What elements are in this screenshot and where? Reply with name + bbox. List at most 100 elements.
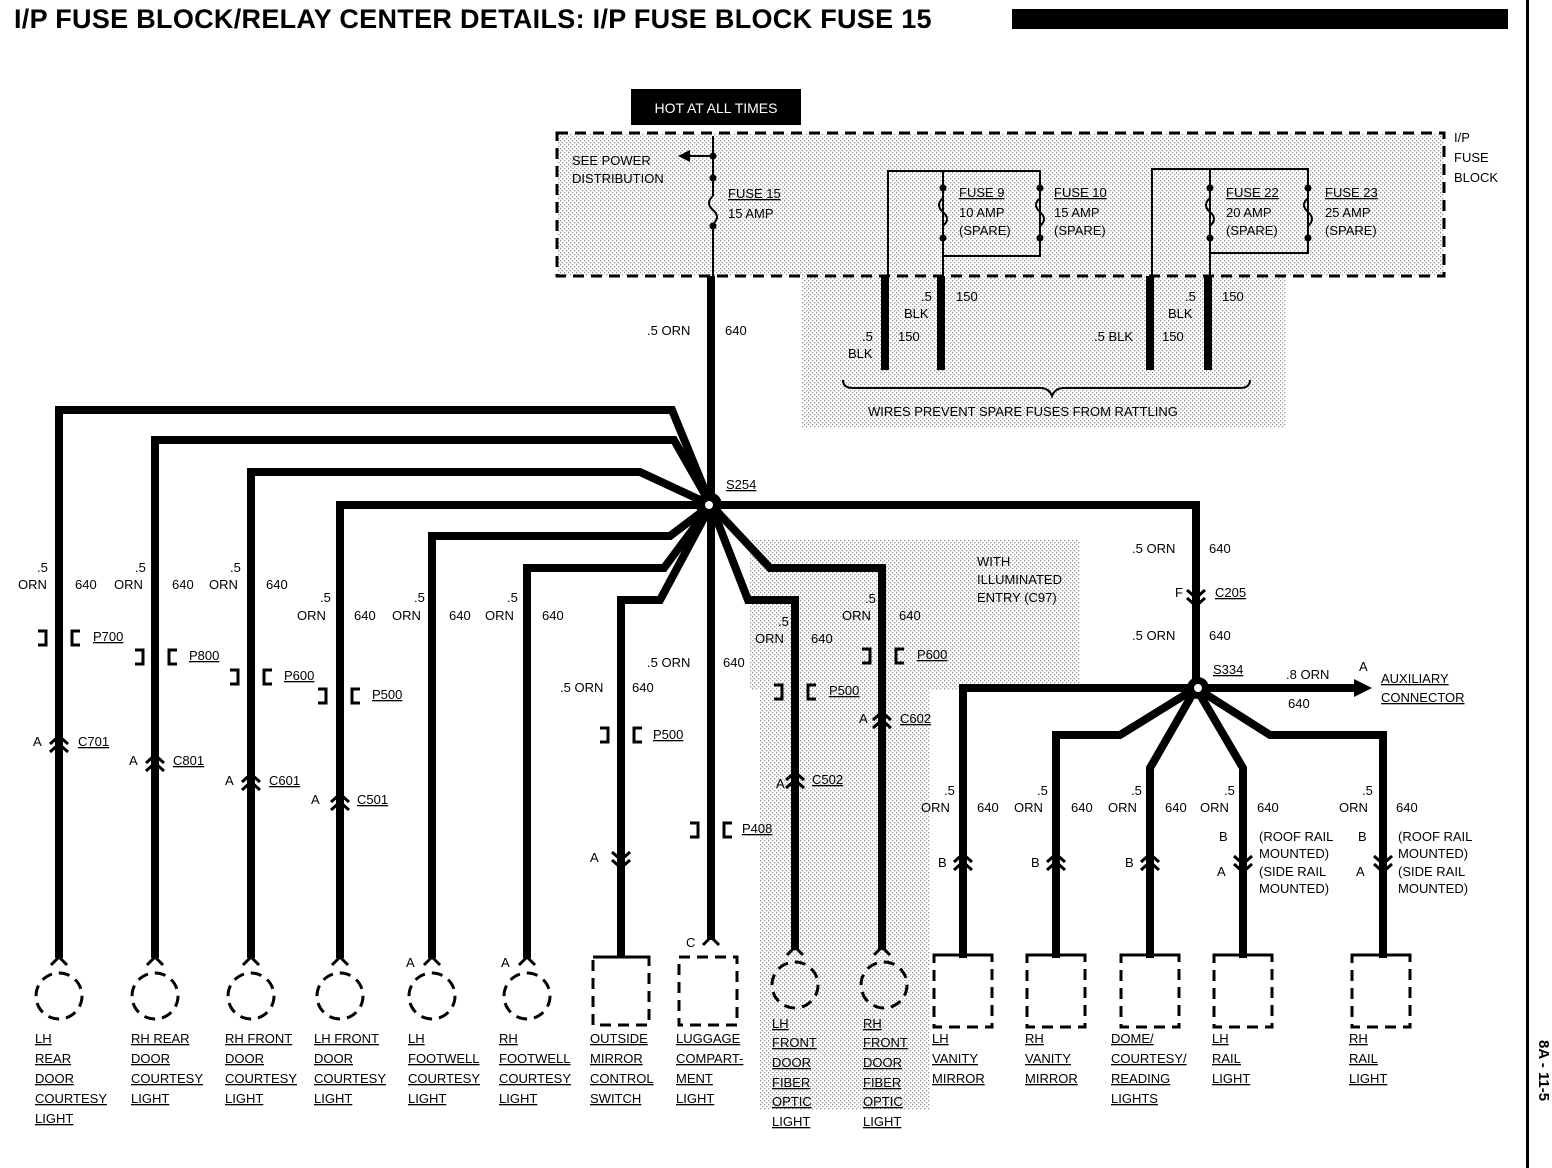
fuse15-symbol xyxy=(708,195,718,225)
fuse-block-label-3: BLOCK xyxy=(1454,170,1498,185)
svg-text:RH FRONT: RH FRONT xyxy=(225,1031,292,1046)
svg-text:MENT: MENT xyxy=(676,1071,713,1086)
fuse10-spare: (SPARE) xyxy=(1054,223,1106,238)
svg-text:(SIDE RAIL: (SIDE RAIL xyxy=(1398,864,1465,879)
connector-c205: F C205 xyxy=(1175,585,1246,609)
branch-rh-vanity xyxy=(1052,684,1199,958)
branch-lh-rail xyxy=(1192,685,1247,958)
label-outside-mirror-switch: OUTSIDE MIRROR CONTROL SWITCH xyxy=(590,1031,654,1106)
svg-text:MIRROR: MIRROR xyxy=(590,1051,643,1066)
svg-text:P600: P600 xyxy=(917,647,947,662)
svg-text:A: A xyxy=(859,711,868,726)
fuse9-rating: 10 AMP xyxy=(959,205,1005,220)
svg-text:ORN: ORN xyxy=(921,800,950,815)
label-lh-rail-light: LH RAIL LIGHT xyxy=(1212,1031,1250,1086)
svg-text:640: 640 xyxy=(542,608,564,623)
svg-text:.5: .5 xyxy=(507,590,518,605)
splice-s334-center xyxy=(1194,684,1202,692)
label-lh-footwell-light: LH FOOTWELL COURTESY LIGHT xyxy=(408,1031,480,1106)
connector-c801: A C801 xyxy=(129,752,204,773)
svg-text:ORN: ORN xyxy=(114,577,143,592)
svg-text:FOOTWELL: FOOTWELL xyxy=(408,1051,480,1066)
fuse22-symbol xyxy=(1205,197,1215,227)
svg-text:C502: C502 xyxy=(812,772,843,787)
lamp-rh-rear-door xyxy=(130,954,180,1021)
svg-text:LH: LH xyxy=(1212,1031,1229,1046)
svg-text:P500: P500 xyxy=(653,727,683,742)
svg-text:RH: RH xyxy=(499,1031,518,1046)
inline-connector-p500-c: P500 xyxy=(774,683,859,701)
svg-text:640: 640 xyxy=(449,608,471,623)
spare-wire-d-size: .5 xyxy=(1185,289,1196,304)
connector-dome-courtesy: B xyxy=(1125,851,1160,872)
page-title: I/P FUSE BLOCK/RELAY CENTER DETAILS: I/P… xyxy=(14,4,932,34)
illuminated-note-3: ENTRY (C97) xyxy=(977,590,1057,605)
svg-text:P500: P500 xyxy=(372,687,402,702)
svg-text:COURTESY: COURTESY xyxy=(131,1071,203,1086)
lh-rail-wire: .5 ORN 640 xyxy=(1200,783,1279,815)
fuse-block-label-1: I/P xyxy=(1454,130,1470,145)
svg-text:P600: P600 xyxy=(284,668,314,683)
lamp-lh-footwell: A xyxy=(406,954,457,1021)
svg-text:DOOR: DOOR xyxy=(314,1051,353,1066)
svg-text:LIGHT: LIGHT xyxy=(225,1091,263,1106)
svg-text:.5: .5 xyxy=(135,560,146,575)
branch-lh-rear-door xyxy=(55,406,715,958)
inline-connector-p500-a: P500 xyxy=(318,687,402,705)
svg-text:DOOR: DOOR xyxy=(863,1055,902,1070)
svg-text:MIRROR: MIRROR xyxy=(1025,1071,1078,1086)
svg-text:LH: LH xyxy=(35,1031,52,1046)
spare-wire-a-size: .5 xyxy=(862,329,873,344)
svg-text:ORN: ORN xyxy=(1200,800,1229,815)
branch-rh-rail xyxy=(1193,684,1387,958)
see-power-arrow xyxy=(678,150,690,162)
page-code: 8A - 11-5 xyxy=(1535,1040,1552,1102)
spare-wire-d-color: BLK xyxy=(1168,306,1193,321)
svg-text:C: C xyxy=(686,935,695,950)
svg-text:LIGHT: LIGHT xyxy=(408,1091,446,1106)
svg-text:MOUNTED): MOUNTED) xyxy=(1259,881,1329,896)
svg-text:640: 640 xyxy=(1396,800,1418,815)
svg-text:ORN: ORN xyxy=(18,577,47,592)
svg-text:LH FRONT: LH FRONT xyxy=(314,1031,379,1046)
svg-text:LIGHT: LIGHT xyxy=(676,1091,714,1106)
svg-text:ORN: ORN xyxy=(842,608,871,623)
svg-text:640: 640 xyxy=(1257,800,1279,815)
svg-text:RH: RH xyxy=(863,1016,882,1031)
svg-text:640: 640 xyxy=(632,680,654,695)
svg-text:DOOR: DOOR xyxy=(225,1051,264,1066)
branch-lh-vanity xyxy=(959,684,1196,958)
svg-text:COURTESY: COURTESY xyxy=(35,1091,107,1106)
svg-text:LIGHT: LIGHT xyxy=(314,1091,352,1106)
lh-fiber-optic-wire: .5 ORN 640 xyxy=(755,614,833,646)
dome-courtesy-wire: .5 ORN 640 xyxy=(1108,783,1187,815)
branch-dome-courtesy xyxy=(1146,686,1200,958)
svg-text:.5: .5 xyxy=(1131,783,1142,798)
svg-text:B: B xyxy=(1219,829,1228,844)
svg-text:MIRROR: MIRROR xyxy=(932,1071,985,1086)
svg-text:OPTIC: OPTIC xyxy=(772,1094,812,1109)
svg-text:P408: P408 xyxy=(742,821,772,836)
fuse9-name: FUSE 9 xyxy=(959,185,1005,200)
fuse22-dot-1 xyxy=(1206,184,1214,192)
branch-rh-rear-door xyxy=(151,436,715,958)
svg-text:ORN: ORN xyxy=(209,577,238,592)
svg-text:FOOTWELL: FOOTWELL xyxy=(499,1051,571,1066)
rh-rail-light-box xyxy=(1350,953,1412,1029)
svg-text:LH: LH xyxy=(932,1031,949,1046)
svg-text:(ROOF RAIL: (ROOF RAIL xyxy=(1259,829,1333,844)
connector-rh-rail: B A (ROOF RAIL MOUNTED) (SIDE RAIL MOUNT… xyxy=(1356,829,1472,896)
svg-text:.5: .5 xyxy=(1037,783,1048,798)
shade-illuminated-entry-lower xyxy=(760,690,930,1110)
dome-courtesy-box xyxy=(1119,953,1181,1029)
auxiliary-label-2: CONNECTOR xyxy=(1381,690,1465,705)
spare-note: WIRES PREVENT SPARE FUSES FROM RATTLING xyxy=(868,404,1178,419)
lh-front-door-wire: .5 ORN 640 xyxy=(297,590,376,623)
right-feed-wire-top-circuit: 640 xyxy=(1209,541,1231,556)
svg-text:OPTIC: OPTIC xyxy=(863,1094,903,1109)
svg-text:MOUNTED): MOUNTED) xyxy=(1259,846,1329,861)
svg-text:COURTESY: COURTESY xyxy=(225,1071,297,1086)
svg-text:640: 640 xyxy=(1165,800,1187,815)
svg-text:B: B xyxy=(1031,855,1040,870)
